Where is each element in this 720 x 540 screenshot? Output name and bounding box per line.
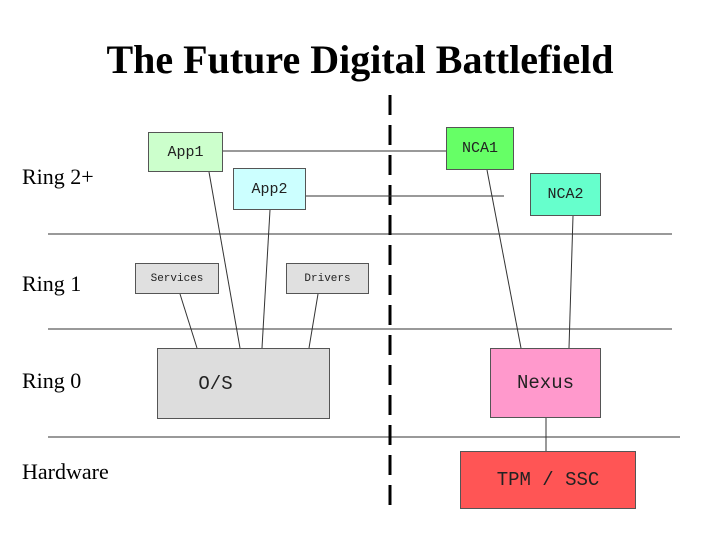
os-box: O/S	[157, 348, 330, 419]
nca2-box: NCA2	[530, 173, 601, 216]
connector-nca2-nexus	[568, 215, 574, 349]
ring1-label: Ring 1	[22, 271, 82, 296]
diagram-title: The Future Digital Battlefield	[106, 37, 614, 82]
connector-services-os	[179, 293, 198, 349]
app1-box: App1	[148, 132, 223, 172]
services-label: Services	[150, 272, 204, 285]
connector-drivers-os	[308, 293, 319, 349]
ring2-label: Ring 2+	[22, 164, 94, 189]
nca1-box: NCA1	[446, 127, 514, 170]
tpm-box: TPM / SSC	[460, 451, 636, 509]
services-box: Services	[135, 263, 219, 294]
nexus-box: Nexus	[490, 348, 601, 418]
os-label: O/S	[198, 372, 233, 395]
nca1-label: NCA1	[461, 140, 498, 157]
connector-app1-os	[208, 171, 241, 349]
drivers-box: Drivers	[286, 263, 369, 294]
app1-label: App1	[167, 143, 204, 161]
tpm-label: TPM / SSC	[496, 469, 600, 491]
drivers-label: Drivers	[304, 272, 351, 285]
app2-box: App2	[233, 168, 306, 210]
nca2-label: NCA2	[547, 186, 584, 203]
hardware-label: Hardware	[22, 459, 109, 484]
app2-label: App2	[251, 180, 288, 198]
nexus-label: Nexus	[516, 372, 574, 394]
ring0-label: Ring 0	[22, 368, 82, 393]
connector-nca1-nexus	[486, 169, 522, 349]
connector-app2-os	[261, 209, 271, 349]
